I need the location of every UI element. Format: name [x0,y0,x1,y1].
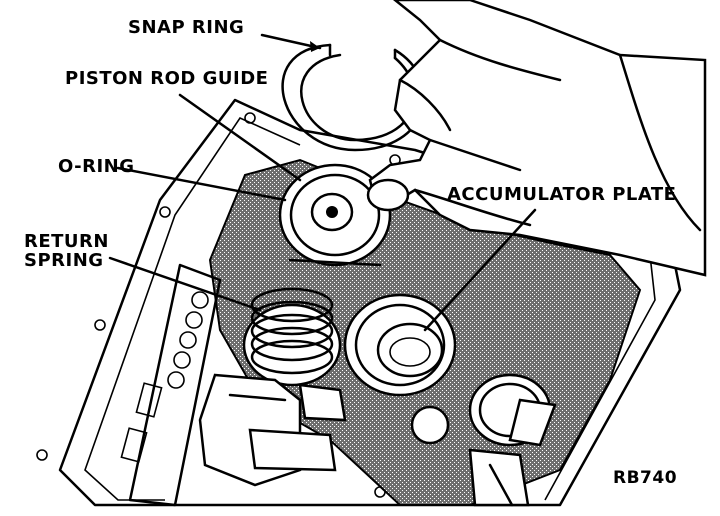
leader-accumulator-plate [423,208,537,332]
snap-ring-label: SNAP RING [128,17,245,38]
return-spring-label-line1: RETURN [24,231,109,252]
leader-lines [108,33,537,332]
accumulator-plate-label: ACCUMULATOR PLATE [447,184,677,205]
servo-lever [198,373,347,487]
accumulator-bore [343,293,457,397]
return-spring-label-line2: SPRING [24,249,104,271]
figure-code: RB740 [613,468,678,488]
return-spring-label: RETURN SPRING [24,231,109,271]
oil-passage-channel [120,263,222,507]
hand [366,0,707,277]
leader-snap-ring [260,33,322,50]
return-spring [242,287,342,387]
leader-o-ring [116,166,287,202]
piston-rod-guide [278,163,392,267]
valve-linkage [468,398,557,507]
leader-return-spring [108,256,262,312]
piston-rod-guide-label: PISTON ROD GUIDE [65,68,269,89]
leader-piston-rod-guide [178,93,302,182]
o-ring-label: O-RING [58,156,135,177]
